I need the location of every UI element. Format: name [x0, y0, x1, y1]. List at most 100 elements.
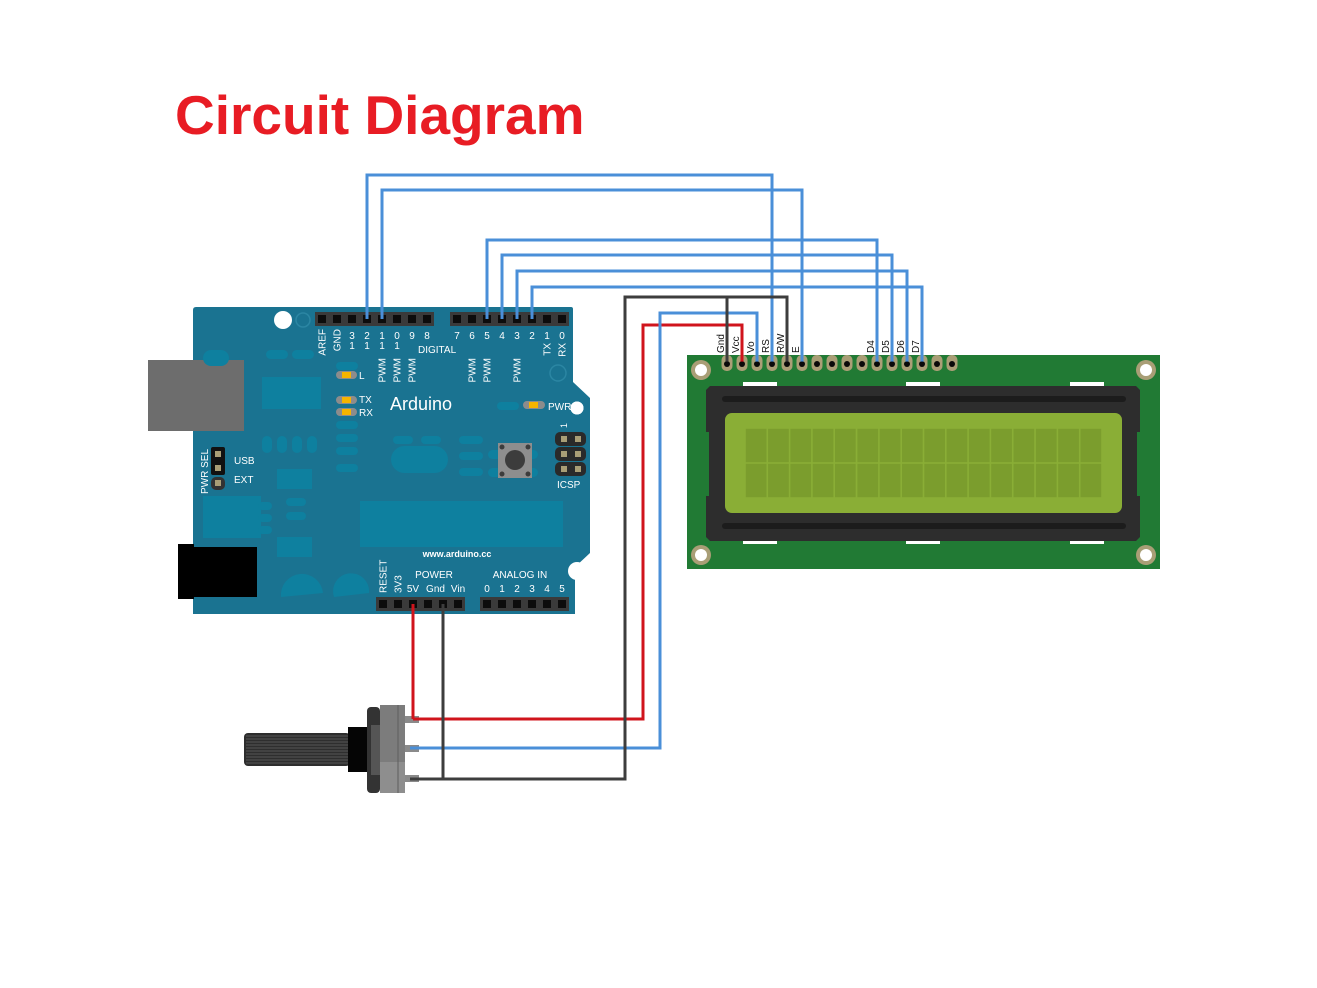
led-tx: TX — [336, 395, 372, 406]
power-select-jumper: PWR SEL USB EXT — [200, 447, 255, 494]
pin-number: 1 — [544, 331, 550, 342]
icsp-row — [555, 462, 586, 476]
lcd-char-cell — [946, 428, 968, 463]
wire-pin-end — [799, 361, 805, 367]
lcd-char-cell — [857, 463, 879, 498]
component-shape — [286, 498, 306, 506]
lcd-pin-label: D7 — [911, 340, 922, 353]
usb-connector-front — [148, 360, 244, 431]
header-pin — [454, 600, 462, 608]
wire-pin-end — [739, 361, 745, 367]
serial-label: TX — [543, 343, 554, 356]
lcd-char-cell — [991, 463, 1012, 498]
pin-number-digit: 1 — [379, 341, 385, 352]
analog-pin-label: 1 — [499, 584, 505, 595]
header-pin — [483, 600, 491, 608]
icsp-label: ICSP — [557, 480, 581, 491]
wire-pot-wiper-to-lcd-vo — [410, 311, 759, 750]
arduino-brand-label: Arduino — [390, 394, 452, 414]
pin-label-vertical: GND — [333, 329, 344, 351]
lcd-char-cell — [768, 428, 789, 463]
icsp-row — [555, 432, 586, 446]
lcd-character-grid — [745, 428, 1102, 498]
lcd-char-cell — [857, 428, 879, 463]
analog-pin-label: 4 — [544, 584, 550, 595]
jumper-pin — [215, 480, 221, 486]
reset-button-leg — [499, 444, 505, 450]
component-shape — [258, 514, 272, 522]
pwr-sel-option-usb: USB — [234, 456, 255, 467]
header-pin — [379, 600, 387, 608]
lcd-char-cell — [879, 428, 901, 463]
wire-pin-end — [904, 361, 910, 367]
analog-in-label: ANALOG IN — [493, 570, 547, 581]
pin-number: 7 — [454, 331, 460, 342]
analog-pin-label: 3 — [529, 584, 535, 595]
power-pin-label: Vin — [451, 584, 465, 595]
power-label: POWER — [415, 570, 453, 581]
component-shape — [292, 436, 302, 453]
jumper-pin — [215, 465, 221, 471]
header-pin — [423, 315, 431, 323]
led-l: L — [336, 371, 365, 382]
wire-d11-to-lcd-e — [380, 188, 804, 364]
pot-body-lower — [380, 762, 405, 793]
website-label: www.arduino.cc — [422, 549, 492, 559]
pin-number-digit: 3 — [349, 331, 355, 342]
power-pin-label: RESET — [379, 560, 390, 593]
header-pin — [424, 600, 432, 608]
icsp-pin — [561, 466, 567, 472]
serial-label: RX — [558, 343, 569, 357]
header-pin — [394, 600, 402, 608]
lcd-char-cell — [902, 428, 923, 463]
led-pwr: PWR — [523, 401, 571, 413]
bezel-groove — [722, 523, 1126, 529]
lcd-char-cell — [835, 463, 856, 498]
led-light — [342, 372, 351, 378]
lcd-char-cell — [991, 428, 1012, 463]
header-pin — [558, 315, 566, 323]
pin-number: 9 — [409, 331, 415, 342]
lcd-char-cell — [790, 428, 812, 463]
component-shape — [307, 436, 317, 453]
component-shape — [262, 377, 321, 409]
header-pin — [543, 315, 551, 323]
lcd-pin-label: Gnd — [716, 334, 727, 353]
lcd-pin-label: E — [791, 346, 802, 353]
led-label-tx: TX — [359, 395, 372, 406]
pin-number-digit: 1 — [394, 341, 400, 352]
component-shape — [421, 436, 441, 444]
component-shape — [258, 502, 272, 510]
component-shape — [277, 537, 312, 557]
pin-label-vertical: AREF — [318, 329, 329, 356]
lcd-char-cell — [1035, 463, 1057, 498]
board-components — [203, 350, 563, 597]
bezel-tabs — [743, 382, 1104, 544]
pin-number: 3 — [514, 331, 520, 342]
component-shape — [286, 512, 306, 520]
header-pin — [453, 315, 461, 323]
led-light — [529, 402, 538, 408]
lcd-char-cell — [924, 428, 945, 463]
page-title: Circuit Diagram — [175, 84, 585, 146]
pin-number-digit: 0 — [394, 331, 400, 342]
lcd-char-cell — [835, 428, 856, 463]
icsp-row — [555, 447, 586, 461]
header-pin — [513, 600, 521, 608]
icsp-pin — [575, 436, 581, 442]
led-label-l: L — [359, 371, 365, 382]
lcd-pin-hole — [949, 361, 955, 367]
pot-nut-face — [371, 725, 380, 775]
header-pin — [498, 600, 506, 608]
bezel-tab — [743, 382, 777, 387]
analog-pin-label: 0 — [484, 584, 490, 595]
lcd-pin-label: D5 — [881, 340, 892, 353]
lcd-char-cell — [946, 463, 968, 498]
lcd-pin-hole — [829, 361, 835, 367]
component-shape — [336, 421, 358, 429]
pwr-sel-label: PWR SEL — [200, 449, 211, 494]
component-shape — [497, 402, 519, 410]
pin-number: 6 — [469, 331, 475, 342]
component-shape — [277, 469, 312, 489]
